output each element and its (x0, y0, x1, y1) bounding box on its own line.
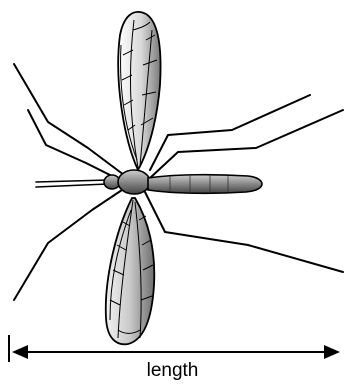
leg-right-mid (150, 110, 343, 178)
leg-left-front (14, 64, 124, 175)
arrowhead-right (324, 345, 340, 359)
antenna-upper (36, 180, 108, 182)
upper-wing (118, 12, 160, 170)
antenna-lower (36, 184, 108, 187)
thorax (118, 170, 150, 194)
leg-right-front (150, 95, 310, 170)
length-label: length (0, 360, 345, 382)
arrowhead-left (12, 345, 28, 359)
abdomen (148, 175, 262, 194)
leg-left-rear (14, 190, 122, 300)
leg-left-mid (28, 110, 120, 180)
leg-right-rear (145, 192, 343, 272)
length-measurement (9, 335, 340, 362)
insect-body (104, 170, 262, 194)
antennae (36, 180, 108, 187)
lower-wing (106, 198, 155, 344)
